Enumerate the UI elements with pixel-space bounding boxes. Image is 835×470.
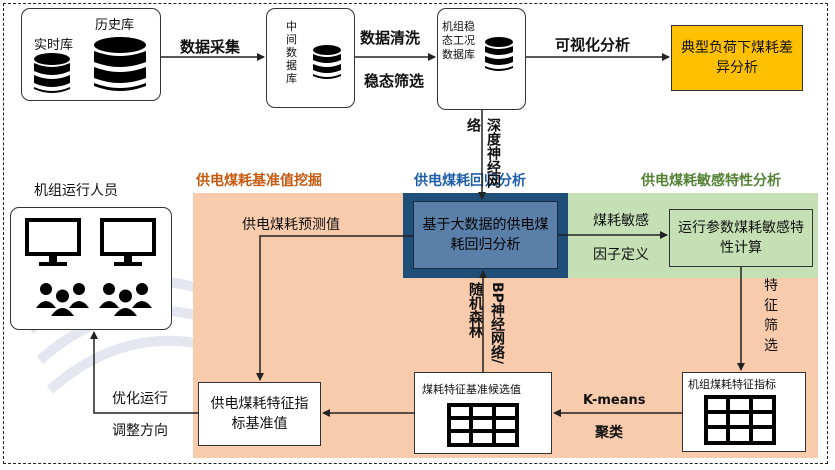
deep-net-label: 深度神经网络 xyxy=(465,118,501,188)
collect-step-label: 数据采集 xyxy=(180,38,241,56)
feature-select-label: 特征筛选 xyxy=(764,278,778,354)
clean-step-label: 数据清洗 xyxy=(360,29,421,47)
database-icon xyxy=(34,53,70,93)
cluster-label: 聚类 xyxy=(595,425,623,441)
monitor-icon xyxy=(25,218,81,266)
arrow-predict xyxy=(256,235,413,381)
steady-db-label: 机组稳态工况数据库 xyxy=(442,20,475,61)
history-db-label: 历史库 xyxy=(95,18,135,33)
result-box-text: 典型负荷下煤耗差异分析 xyxy=(681,40,793,76)
baseline-value-text: 供电煤耗特征指标基准值 xyxy=(210,396,309,432)
bp-rf-label: BP神经网络/随机森林 xyxy=(467,282,505,365)
predict-label: 供电煤耗预测值 xyxy=(242,217,340,233)
sens-def-label-1: 煤耗敏感 xyxy=(593,213,649,229)
result-box: 典型负荷下煤耗差异分析 xyxy=(671,25,803,91)
database-icon xyxy=(485,37,513,71)
table-icon xyxy=(704,395,776,445)
kmeans-label: K-means xyxy=(583,393,646,408)
arrow-optimize xyxy=(90,331,198,414)
baseline-section-title: 供电煤耗基准值挖掘 xyxy=(196,173,322,189)
regression-box-text: 基于大数据的供电煤耗回归分析 xyxy=(422,217,549,253)
database-icon xyxy=(313,45,341,79)
monitor-icon xyxy=(100,218,156,266)
people-icon xyxy=(99,283,152,316)
steady-step-label: 稳态筛选 xyxy=(364,72,425,90)
sens-def-label-2: 因子定义 xyxy=(593,247,649,263)
regression-section-title: 供电煤耗回归分析 xyxy=(414,173,526,189)
candidate-label: 煤耗特征基准候选值 xyxy=(422,383,521,396)
visual-step-label: 可视化分析 xyxy=(555,36,631,54)
regression-box: 基于大数据的供电煤耗回归分析 xyxy=(413,201,558,269)
sensitivity-section-title: 供电煤耗敏感特性分析 xyxy=(641,173,781,189)
optimize-label: 优化运行 xyxy=(112,391,168,407)
baseline-value-box: 供电煤耗特征指标基准值 xyxy=(198,382,321,446)
database-icon xyxy=(94,37,146,91)
operators-label: 机组运行人员 xyxy=(34,183,118,199)
realtime-db-label: 实时库 xyxy=(34,38,74,53)
feature-index-label: 机组煤耗特征指标 xyxy=(688,378,776,391)
outer-frame xyxy=(3,3,828,464)
adjust-label: 调整方向 xyxy=(112,423,168,439)
table-icon xyxy=(447,403,519,447)
sensitivity-box-text: 运行参数煤耗敏感特性计算 xyxy=(678,220,804,256)
people-icon xyxy=(36,283,89,316)
sensitivity-box: 运行参数煤耗敏感特性计算 xyxy=(669,209,813,267)
mid-db-label: 中间数据库 xyxy=(286,20,297,85)
